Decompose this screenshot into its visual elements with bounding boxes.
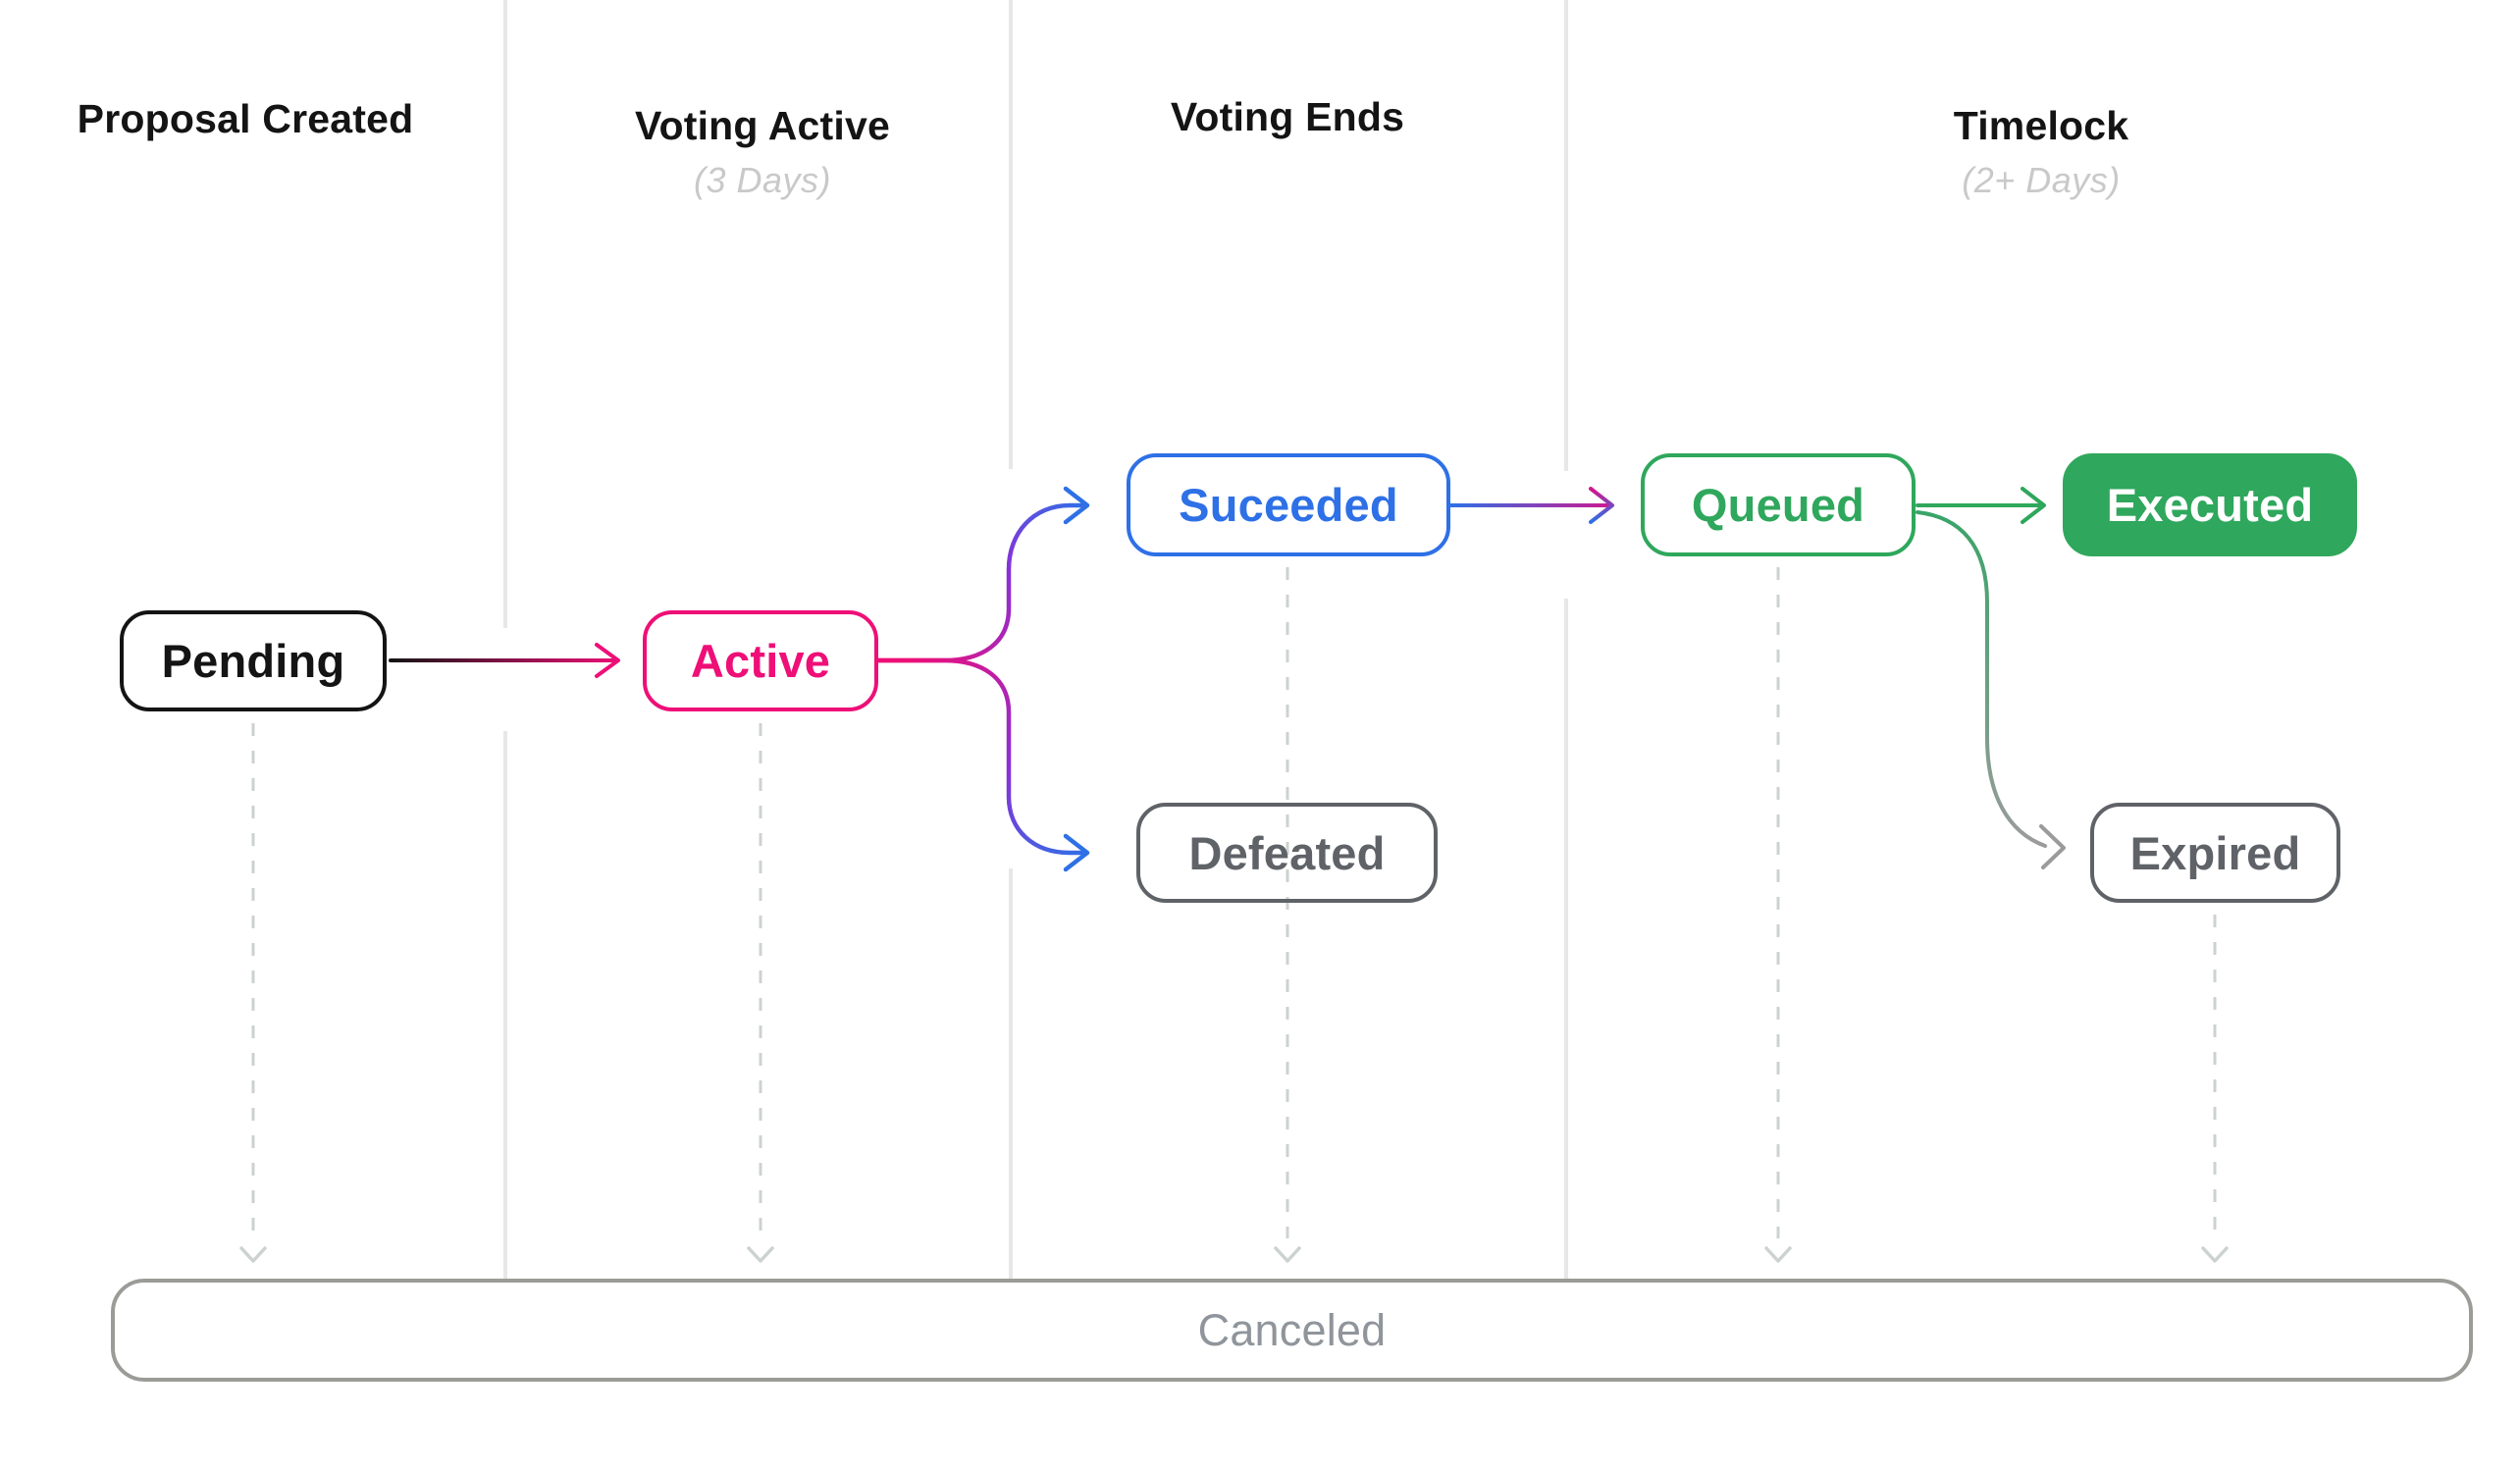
- state-node-defeated: Defeated: [1136, 803, 1438, 903]
- arrow-pending-to-active: [389, 643, 620, 678]
- dashed-drop-lines: [251, 567, 2217, 1238]
- column-title-timelock: Timelock: [1953, 103, 2129, 148]
- arrow-right-icon: [2021, 487, 2046, 524]
- arrow-queued-to-expired: [1916, 510, 2066, 869]
- arrow-suceeded-to-queued: [1448, 487, 1614, 524]
- arrow-active-to-suceeded: [875, 486, 1090, 663]
- arrow-right-icon: [2039, 824, 2066, 869]
- column-title-proposal-created: Proposal Created: [77, 96, 414, 141]
- arrow-down-icon: [1274, 1246, 1301, 1263]
- state-node-executed: Executed: [2063, 453, 2357, 556]
- column-title-voting-active: Voting Active: [634, 103, 891, 148]
- state-node-queued: Queued: [1641, 453, 1916, 556]
- column-subtitle-voting-active: (3 Days): [693, 160, 832, 200]
- arrow-right-icon: [595, 643, 620, 678]
- arrow-right-icon: [1589, 487, 1614, 524]
- state-node-suceeded: Suceeded: [1127, 453, 1450, 556]
- arrow-right-icon: [1063, 833, 1090, 872]
- arrow-down-icon: [2201, 1246, 2229, 1263]
- column-title-voting-ends: Voting Ends: [1170, 94, 1405, 139]
- arrow-down-icon: [1764, 1246, 1792, 1263]
- state-bar-canceled: Canceled: [111, 1279, 2473, 1382]
- dashed-arrowhead-icons: [239, 1246, 2229, 1263]
- arrow-down-icon: [747, 1246, 774, 1263]
- arrow-right-icon: [1063, 486, 1090, 525]
- state-node-pending: Pending: [120, 610, 387, 711]
- arrow-active-to-defeated: [875, 657, 1090, 872]
- arrow-down-icon: [239, 1246, 267, 1263]
- column-subtitle-timelock: (2+ Days): [1962, 160, 2121, 200]
- column-divider-lines: [503, 0, 1568, 1279]
- state-node-active: Active: [643, 610, 878, 711]
- state-node-expired: Expired: [2090, 803, 2340, 903]
- arrow-queued-to-executed: [1916, 487, 2046, 524]
